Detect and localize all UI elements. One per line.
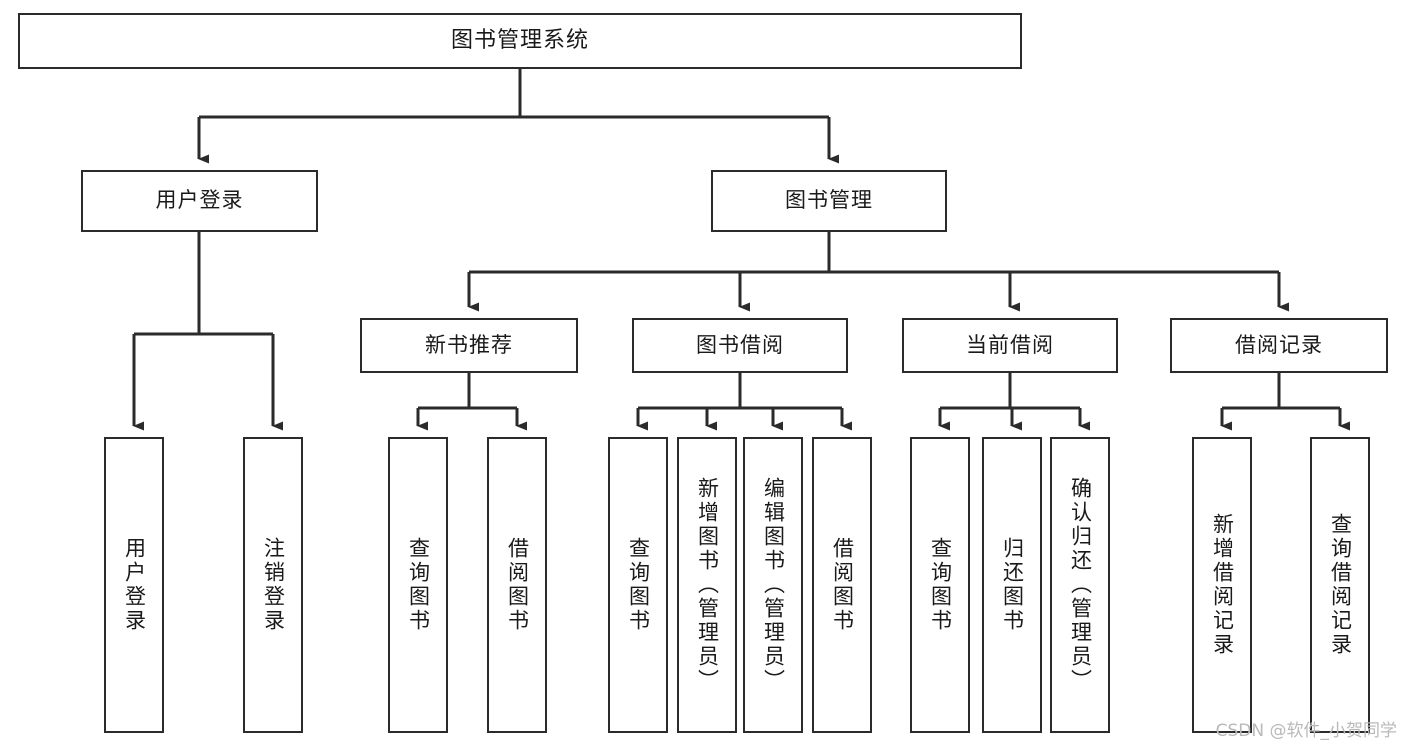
node-leaf-confirm-return-admin[interactable]: 确认归还（管理员） (1050, 437, 1110, 733)
node-new-book-recommend-label: 新书推荐 (425, 332, 513, 357)
node-leaf-return-book[interactable]: 归还图书 (982, 437, 1042, 733)
node-leaf-query-book-cur[interactable]: 查询图书 (910, 437, 970, 733)
node-leaf-borrow-book-rec[interactable]: 借阅图书 (487, 437, 547, 733)
node-leaf-edit-book-admin-label: 编辑图书（管理员） (761, 477, 786, 693)
node-book-borrow[interactable]: 图书借阅 (632, 318, 848, 373)
node-leaf-user-logout[interactable]: 注销登录 (243, 437, 303, 733)
node-leaf-user-logout-label: 注销登录 (261, 537, 286, 633)
node-book-manage-label: 图书管理 (785, 188, 873, 213)
node-leaf-edit-book-admin[interactable]: 编辑图书（管理员） (743, 437, 803, 733)
node-leaf-add-book-admin[interactable]: 新增图书（管理员） (677, 437, 737, 733)
node-leaf-add-borrow-record[interactable]: 新增借阅记录 (1192, 437, 1252, 733)
node-leaf-query-borrow-record[interactable]: 查询借阅记录 (1310, 437, 1370, 733)
node-borrow-record[interactable]: 借阅记录 (1170, 318, 1388, 373)
node-book-borrow-label: 图书借阅 (696, 332, 784, 357)
node-leaf-borrow-book-bor[interactable]: 借阅图书 (812, 437, 872, 733)
node-leaf-add-borrow-record-label: 新增借阅记录 (1210, 513, 1235, 657)
node-leaf-query-book-bor[interactable]: 查询图书 (608, 437, 668, 733)
node-borrow-record-label: 借阅记录 (1235, 332, 1323, 357)
node-leaf-add-book-admin-label: 新增图书（管理员） (695, 477, 720, 693)
node-current-borrow-label: 当前借阅 (966, 332, 1054, 357)
node-leaf-query-book-rec-label: 查询图书 (406, 537, 431, 633)
node-leaf-confirm-return-admin-label: 确认归还（管理员） (1068, 477, 1093, 693)
node-book-manage[interactable]: 图书管理 (711, 170, 947, 232)
node-leaf-query-borrow-record-label: 查询借阅记录 (1328, 513, 1353, 657)
node-leaf-return-book-label: 归还图书 (1000, 537, 1025, 633)
node-root-label: 图书管理系统 (450, 27, 589, 53)
node-root[interactable]: 图书管理系统 (18, 13, 1022, 69)
node-current-borrow[interactable]: 当前借阅 (902, 318, 1118, 373)
node-leaf-query-book-bor-label: 查询图书 (626, 537, 651, 633)
node-leaf-borrow-book-rec-label: 借阅图书 (505, 537, 530, 633)
node-new-book-recommend[interactable]: 新书推荐 (360, 318, 578, 373)
node-leaf-user-login[interactable]: 用户登录 (104, 437, 164, 733)
node-user-login-label: 用户登录 (155, 188, 244, 213)
node-leaf-query-book-cur-label: 查询图书 (928, 537, 953, 633)
node-leaf-query-book-rec[interactable]: 查询图书 (388, 437, 448, 733)
node-leaf-borrow-book-bor-label: 借阅图书 (830, 537, 855, 633)
watermark: CSDN @软件_小贺同学 (1215, 721, 1397, 741)
node-leaf-user-login-label: 用户登录 (122, 537, 147, 633)
node-user-login[interactable]: 用户登录 (81, 170, 318, 232)
